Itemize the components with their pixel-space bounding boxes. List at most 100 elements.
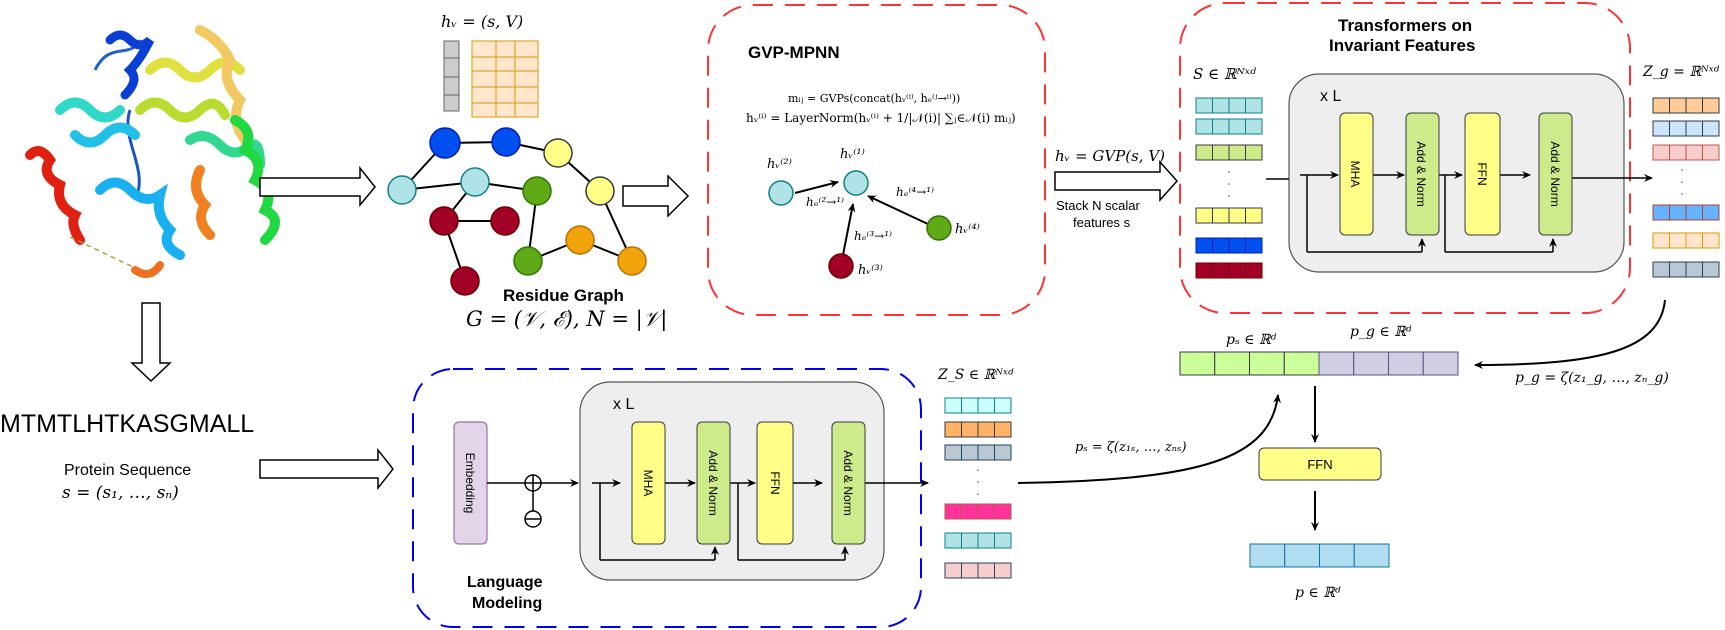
- fusion-ffn-block: [1258, 447, 1382, 481]
- gvp-mpnn-container: [707, 4, 1046, 316]
- lm-title-2: Modeling: [472, 595, 542, 612]
- embedding-row: [944, 503, 1012, 520]
- embedding-row: [944, 421, 1012, 438]
- embedding-row: [1195, 262, 1263, 279]
- embedding-row: [944, 562, 1012, 579]
- protein-structure-image: [25, 25, 280, 278]
- inv-addnorm-label-2: Add & Norm: [1548, 141, 1562, 206]
- embedding-cell: [1702, 261, 1720, 278]
- embedding-cell: [1195, 144, 1213, 161]
- embedding-cell: [1195, 262, 1213, 279]
- embedding-row: [1195, 144, 1263, 161]
- embedding-cell: [961, 532, 979, 549]
- stack-caption-2: features s: [1073, 215, 1131, 230]
- embedding-row: [1195, 237, 1263, 254]
- embedding-cell: [1212, 144, 1230, 161]
- arrow-zg-to-pg: [1474, 299, 1666, 369]
- zs-matrix: [944, 397, 1012, 579]
- node-label-3: hᵥ⁽³⁾: [858, 263, 883, 278]
- ellipsis-dot: [1228, 183, 1230, 185]
- embedding-cell: [1669, 144, 1687, 161]
- embedding-cell: [1245, 207, 1263, 224]
- graph-node: [491, 127, 521, 157]
- embedding-cell: [961, 503, 979, 520]
- embedding-row: [944, 532, 1012, 549]
- embedding-cell: [944, 562, 962, 579]
- embedding-cell: [1685, 232, 1703, 249]
- embedding-cell: [961, 397, 979, 414]
- graph-node: [585, 176, 615, 206]
- lm-addnorm-label-2: Add & Norm: [841, 450, 855, 515]
- embedding-cell: [1669, 97, 1687, 114]
- arrow-sequence-to-lm: [259, 447, 394, 491]
- lm-mha-block: [631, 421, 666, 545]
- graph-node: [429, 206, 459, 236]
- embedding-cell: [1702, 120, 1720, 137]
- embedding-row: [1652, 144, 1720, 161]
- ellipsis-dot: [1681, 181, 1683, 183]
- embedding-cell: [1652, 204, 1670, 221]
- embedding-cell: [961, 444, 979, 461]
- output-vector: [1249, 543, 1390, 568]
- fusion-ffn-label: FFN: [1307, 457, 1332, 472]
- embedding-cell: [1652, 261, 1670, 278]
- s-matrix: [1195, 97, 1263, 279]
- graph-node: [565, 225, 595, 255]
- s-matrix-label: S ∈ ℝᴺˣᵈ: [1193, 65, 1256, 83]
- embedding-cell: [1669, 204, 1687, 221]
- transformer-invariant-title-1: Transformers on: [1338, 16, 1472, 35]
- embedding-cell: [1245, 97, 1263, 114]
- embedding-cell: [1228, 118, 1246, 135]
- protein-sequence-formula: s = (s₁, …, sₙ): [62, 483, 179, 503]
- embedding-cell: [1228, 237, 1246, 254]
- embedding-cell: [1214, 351, 1250, 376]
- embedding-cell: [1388, 351, 1424, 376]
- lm-mha-label: MHA: [641, 470, 655, 497]
- edge-label-41: hₑ⁽⁴→¹⁾: [896, 185, 934, 199]
- transformer-invariant-title-2: Invariant Features: [1329, 36, 1475, 55]
- embedding-cell: [1195, 97, 1213, 114]
- pg-vector: [1318, 351, 1459, 376]
- embedding-cell: [1245, 262, 1263, 279]
- embedding-cell: [1228, 144, 1246, 161]
- pg-formula: p_g = ζ(z₁_g, …, zₙ_g): [1515, 370, 1669, 386]
- gvp-mpnn-title: GVP-MPNN: [748, 43, 840, 62]
- embedding-cell: [1669, 120, 1687, 137]
- embedding-cell: [1702, 144, 1720, 161]
- embedding-cell: [1212, 97, 1230, 114]
- graph-node: [387, 175, 417, 205]
- embedding-cell: [944, 532, 962, 549]
- embedding-row: [1195, 118, 1263, 135]
- embedding-cell: [1245, 118, 1263, 135]
- embedding-cell: [1422, 351, 1459, 376]
- edge-label-21: hₑ⁽²→¹⁾: [806, 195, 844, 209]
- embedding-cell: [1245, 144, 1263, 161]
- gvp-mpnn-graph: [768, 170, 952, 279]
- embedding-label: Embedding: [463, 453, 477, 514]
- inv-mha-label: MHA: [1348, 161, 1362, 188]
- embedding-row: [944, 397, 1012, 414]
- language-modeling-container: [412, 368, 922, 628]
- embedding-cell: [944, 397, 962, 414]
- embedding-cell: [1212, 207, 1230, 224]
- protein-sequence: MTMTLHTKASGMALL: [0, 410, 254, 438]
- residue-feature-label: hᵥ = (s, V): [441, 12, 523, 31]
- embedding-cell: [994, 421, 1012, 438]
- edge-label-31: hₑ⁽³→¹⁾: [854, 229, 892, 243]
- embedding-cell: [1212, 237, 1230, 254]
- node-label-1: hᵥ⁽¹⁾: [840, 147, 865, 162]
- embedding-cell: [977, 444, 995, 461]
- embedding-cell: [961, 562, 979, 579]
- graph-node: [513, 246, 543, 276]
- node-label-2: hᵥ⁽²⁾: [767, 157, 792, 172]
- ellipsis-dot: [977, 481, 979, 483]
- graph-node: [522, 176, 552, 206]
- embedding-row: [1652, 120, 1720, 137]
- fusion-vector: [1179, 351, 1459, 376]
- embedding-cell: [994, 444, 1012, 461]
- residue-graph-title: Residue Graph: [503, 286, 624, 305]
- inv-addnorm-block-1: [1405, 112, 1440, 236]
- gvp-output-formula: hᵥ = GVP(s, V): [1055, 147, 1165, 165]
- inv-repeat-label: x L: [1320, 88, 1341, 105]
- embedding-cell: [1353, 543, 1390, 568]
